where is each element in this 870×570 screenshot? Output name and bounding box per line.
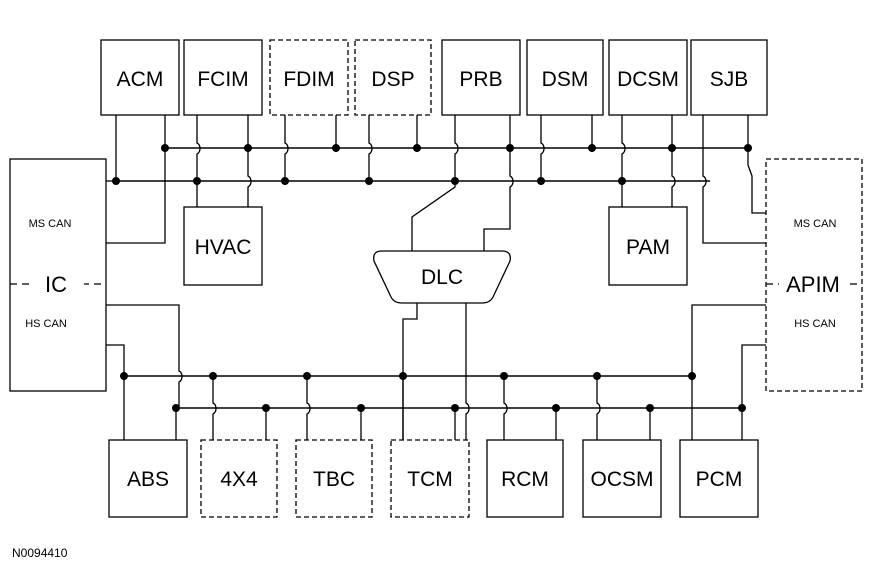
module-label-tcm: TCM xyxy=(407,468,453,491)
module-dcsm: DCSM xyxy=(608,39,688,116)
module-ocsm: OCSM xyxy=(582,439,662,518)
module-abs: ABS xyxy=(108,439,188,518)
module-label-pam: PAM xyxy=(626,236,670,259)
module-label-ocsm: OCSM xyxy=(591,468,654,491)
module-pam: PAM xyxy=(608,206,688,286)
apim-hs-can-label: HS CAN xyxy=(794,318,836,330)
module-hvac: HVAC xyxy=(183,206,263,286)
module-label-pcm: PCM xyxy=(696,468,743,491)
ic-hs-can-label: HS CAN xyxy=(25,318,67,330)
module-4x4: 4X4 xyxy=(200,439,278,518)
module-sjb: SJB xyxy=(690,39,768,116)
module-rcm: RCM xyxy=(486,439,564,518)
module-label-dsp: DSP xyxy=(371,68,414,91)
module-label-hvac: HVAC xyxy=(195,236,252,259)
module-pcm: PCM xyxy=(679,439,759,518)
module-prb: PRB xyxy=(441,39,521,116)
figure-id: N0094410 xyxy=(12,546,68,560)
module-label-rcm: RCM xyxy=(501,468,549,491)
ic-ms-can-label: MS CAN xyxy=(29,218,72,230)
apim-ms-can-label: MS CAN xyxy=(794,218,837,230)
module-tbc: TBC xyxy=(295,439,373,518)
module-acm: ACM xyxy=(100,39,180,116)
module-label-fcim: FCIM xyxy=(197,68,248,91)
module-dsm: DSM xyxy=(526,39,604,116)
module-ic: IC MS CAN HS CAN xyxy=(9,158,107,392)
apim-label: APIM xyxy=(786,272,840,297)
module-fcim: FCIM xyxy=(183,39,263,116)
module-label-abs: ABS xyxy=(127,468,169,491)
ic-label: IC xyxy=(45,272,67,297)
module-label-dlc: DLC xyxy=(421,266,463,289)
module-tcm: TCM xyxy=(390,439,470,518)
module-label-prb: PRB xyxy=(459,68,502,91)
module-label-tbc: TBC xyxy=(313,468,355,491)
module-label-4x4: 4X4 xyxy=(220,468,258,491)
module-fdim: FDIM xyxy=(269,39,349,116)
module-label-sjb: SJB xyxy=(710,68,749,91)
module-label-acm: ACM xyxy=(117,68,164,91)
junction-dots xyxy=(112,144,752,412)
module-dlc: DLC xyxy=(373,250,511,304)
module-label-dcsm: DCSM xyxy=(617,68,679,91)
module-apim: APIM MS CAN HS CAN xyxy=(765,158,863,392)
module-dsp: DSP xyxy=(354,39,432,116)
module-label-dsm: DSM xyxy=(542,68,589,91)
module-label-fdim: FDIM xyxy=(283,68,334,91)
